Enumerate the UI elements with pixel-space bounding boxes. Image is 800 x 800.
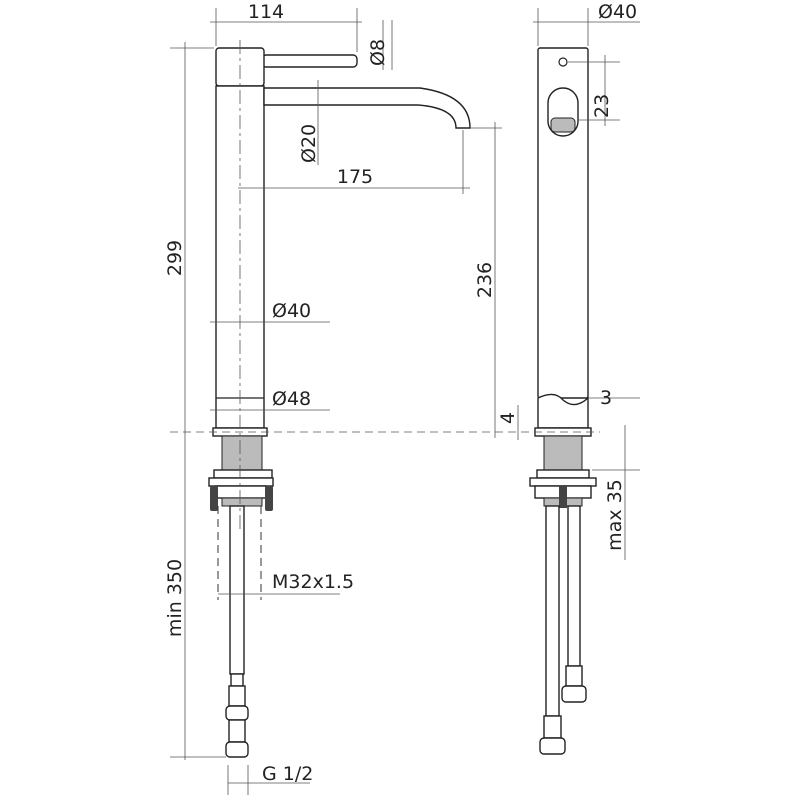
dim-175: 175 <box>337 166 373 188</box>
dimension-labels: 114 Ø8 Ø40 23 Ø20 175 299 236 Ø40 Ø48 4 … <box>164 1 637 785</box>
faucet-body-side <box>537 47 589 399</box>
mounting-plate <box>208 477 274 487</box>
dimension-lines <box>170 8 640 795</box>
mounting-plate-side <box>529 477 597 487</box>
mounting-stud <box>559 486 567 508</box>
hose-nut <box>225 741 249 758</box>
front-view <box>208 40 471 758</box>
hose-nut <box>225 705 249 721</box>
side-view <box>529 47 597 755</box>
lever-handle <box>261 54 358 68</box>
spout <box>263 87 471 129</box>
dim-base-dia: Ø48 <box>272 388 311 410</box>
dim-thread: M32x1.5 <box>272 571 354 593</box>
dim-connection: G 1/2 <box>262 763 313 785</box>
supply-hose <box>545 505 560 717</box>
dim-299: 299 <box>164 240 186 276</box>
dim-top-dia: Ø40 <box>598 1 637 23</box>
thread-shank <box>221 435 263 471</box>
dim-114: 114 <box>248 1 284 23</box>
supply-hose <box>229 505 245 675</box>
mounting-bolt <box>265 486 273 511</box>
dim-23: 23 <box>591 94 613 118</box>
dim-body-dia: Ø40 <box>272 300 311 322</box>
dim-lever-dia: Ø8 <box>367 39 389 66</box>
mounting-bolt <box>210 486 218 511</box>
hose-fitting <box>228 685 246 707</box>
aerator <box>550 117 576 133</box>
dim-max-35: max 35 <box>604 479 626 551</box>
dim-spout-dia: Ø20 <box>298 124 320 163</box>
dim-236: 236 <box>474 262 496 298</box>
dim-3: 3 <box>600 387 612 409</box>
dim-min-350: min 350 <box>164 559 186 637</box>
dim-4: 4 <box>497 412 519 424</box>
lever-pin <box>558 57 568 67</box>
supply-hose <box>567 505 581 667</box>
